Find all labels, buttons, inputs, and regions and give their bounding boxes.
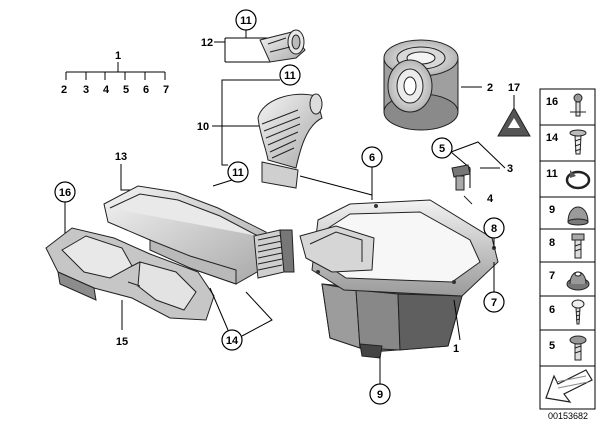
label-12: 12 — [201, 37, 213, 49]
legend-row-5: 5 — [549, 335, 587, 361]
legend-row-14: 14 — [546, 129, 587, 155]
legend-arrow-row — [545, 369, 593, 403]
callout-11-c: 11 — [232, 167, 244, 179]
label-1: 1 — [453, 343, 459, 355]
bolt-icon — [571, 233, 585, 259]
rubber-cap-icon — [567, 206, 589, 226]
label-2-top: 2 — [61, 84, 67, 96]
label-3: 3 — [507, 163, 513, 175]
label-7-top: 7 — [163, 84, 169, 96]
callout-11-b: 11 — [284, 70, 296, 82]
legend-row-16: 16 — [546, 93, 586, 117]
push-rivet-icon — [570, 93, 586, 117]
callout-circle-11-c — [227, 161, 249, 183]
legend-row-8: 8 — [549, 233, 585, 259]
document-number: 00153682 — [548, 411, 588, 421]
label-15: 15 — [116, 336, 128, 348]
legend-row-9: 9 — [549, 204, 589, 226]
callout-14: 14 — [226, 335, 239, 347]
legend-label-11: 11 — [546, 168, 558, 180]
air-filter-housing-group: 6 8 7 1 9 — [299, 146, 505, 405]
grommet-icon — [566, 271, 590, 291]
label-17: 17 — [508, 82, 520, 94]
assembly-index-tree: 1 2 3 4 5 6 7 — [61, 50, 169, 96]
snorkel-part — [45, 227, 215, 321]
screw-icon — [569, 129, 587, 155]
legend-label-9: 9 — [549, 204, 555, 216]
legend-label-7: 7 — [549, 270, 555, 282]
air-filter-part — [383, 39, 459, 131]
legend-label-6: 6 — [549, 304, 555, 316]
snorkel-group: 16 15 — [45, 181, 215, 348]
legend-label-5: 5 — [549, 340, 555, 352]
callout-5: 5 — [439, 143, 445, 155]
air-filter-group: 2 — [383, 39, 493, 131]
callout-9: 9 — [377, 389, 383, 401]
callout-11-a: 11 — [240, 15, 252, 27]
callout-8: 8 — [491, 223, 497, 235]
callout-14-group: 14 — [209, 287, 273, 351]
label-6-top: 6 — [143, 84, 149, 96]
label-4: 4 — [487, 193, 494, 205]
label-3-top: 3 — [83, 84, 89, 96]
hose-clamp-icon — [565, 170, 591, 190]
label-4-top: 4 — [103, 84, 110, 96]
corrugated-hose-part — [257, 93, 323, 189]
label-5-top: 5 — [123, 84, 129, 96]
housing-part — [299, 199, 499, 359]
legend-row-6: 6 — [549, 299, 585, 325]
legend-label-16: 16 — [546, 96, 558, 108]
fastener-legend: 16 14 11 9 — [539, 88, 596, 410]
legend-label-14: 14 — [546, 132, 559, 144]
label-2: 2 — [487, 82, 493, 94]
callout-7: 7 — [491, 297, 497, 309]
self-tapping-screw-icon — [571, 299, 585, 325]
legend-row-11: 11 — [546, 168, 591, 190]
label-10: 10 — [197, 121, 209, 133]
air-duct-part — [103, 185, 295, 285]
warning-label-group: 17 — [497, 82, 531, 137]
callout-6: 6 — [369, 152, 375, 164]
callout-16: 16 — [59, 187, 71, 199]
intake-hose-group: 11 10 11 — [197, 64, 373, 196]
intake-boot-part — [259, 29, 306, 63]
clip-part — [451, 164, 471, 191]
legend-row-7: 7 — [549, 270, 590, 291]
callout-circle-14 — [221, 329, 243, 351]
callout-circle-5 — [431, 137, 453, 159]
label-1-top: 1 — [115, 50, 121, 62]
intake-boot-group: 11 12 — [201, 9, 306, 63]
callout-circle-11-b — [279, 64, 301, 86]
hex-screw-icon — [569, 335, 587, 361]
label-13: 13 — [115, 151, 127, 163]
legend-label-8: 8 — [549, 237, 555, 249]
fastener-group: 5 3 4 — [431, 137, 513, 205]
air-duct-group: 13 — [103, 151, 295, 285]
